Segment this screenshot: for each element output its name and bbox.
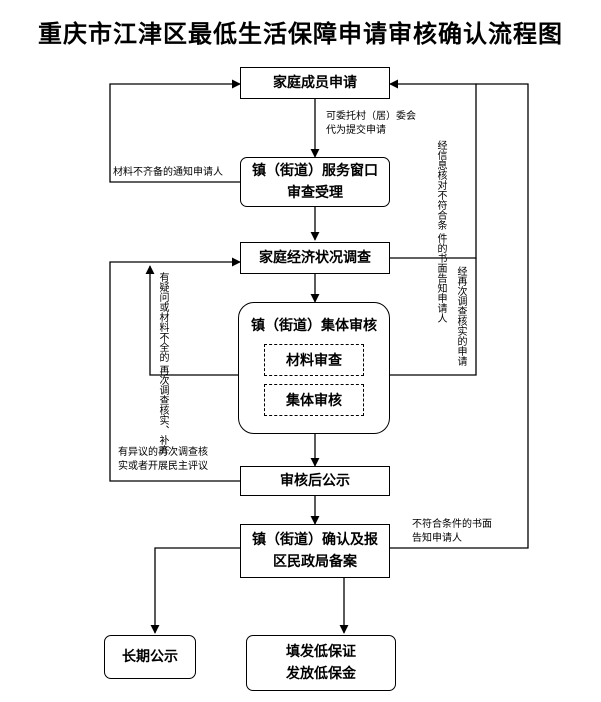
node-window-review-line2: 审查受理 [287,185,343,201]
node-long-publicity: 长期公示 [104,635,196,679]
node-family-apply-label: 家庭成员申请 [273,75,357,91]
arrow-confirm-to-long [150,547,240,634]
label-incomplete-notice: 材料不齐备的通知申请人 [113,167,223,178]
node-collective-check-label: 集体审核 [286,393,342,409]
page-title: 重庆市江津区最低生活保障申请审核确认流程图 [38,20,563,48]
node-material-check-label: 材料审查 [286,353,342,369]
node-confirm-record-line2: 区民政局备案 [273,554,357,570]
arrow-not-qualified-notice [390,83,529,549]
node-confirm-record: 镇（街道）确认及报 区民政局备案 [240,524,390,578]
label-objection-resurvey-line2: 实或者开展民主评议 [118,461,208,472]
label-entrust: 可委托村（居）委会 代为提交申请 [326,110,416,138]
label-doubt-resurvey-line2: 再次调查核实、补齐 [157,365,168,456]
node-post-publicity: 审核后公示 [240,466,390,496]
label-verified-not-qualified-line2: 件的书面告知申请人 [435,233,446,324]
node-post-publicity-label: 审核后公示 [280,473,350,489]
node-family-apply: 家庭成员申请 [240,67,390,99]
node-collective-check: 集体审核 [264,384,364,416]
label-doubt-resurvey-line1: 有疑问或材料不全的 [157,272,168,362]
label-resurvey-not-qualified: 经再次调查核实的申请 [455,266,466,366]
label-objection-resurvey-line1: 有异议的再次调查核 [118,447,208,458]
label-objection-resurvey: 有异议的再次调查核 实或者开展民主评议 [118,446,208,474]
node-long-publicity-label: 长期公示 [122,649,178,665]
node-collective-review-label: 镇（街道）集体审核 [251,318,377,334]
label-not-qualified-notice: 不符合条件的书面 告知申请人 [412,518,492,546]
node-econ-survey-label: 家庭经济状况调查 [259,250,371,266]
node-window-review: 镇（街道）服务窗口 审查受理 [240,157,390,207]
arrow-incomplete-notice [109,79,241,183]
node-issue: 填发低保证 发放低保金 [246,635,396,691]
label-verified-not-qualified-line1: 经信息核对不符合条 [435,140,446,230]
label-not-qualified-notice-line2: 告知申请人 [412,533,462,544]
label-verified-not-qualified: 经信息核对不符合条 件的书面告知申请人 [435,140,446,323]
label-entrust-line2: 代为提交申请 [326,125,386,136]
node-confirm-record-line1: 镇（街道）确认及报 [252,532,378,548]
node-issue-line1: 填发低保证 [286,644,356,660]
node-issue-line2: 发放低保金 [286,666,356,682]
node-econ-survey: 家庭经济状况调查 [240,242,390,274]
label-doubt-resurvey: 有疑问或材料不全的 再次调查核实、补齐 [157,272,168,455]
arrow-verified-not-qualified [389,79,477,259]
label-entrust-line1: 可委托村（居）委会 [326,111,416,122]
arrow-resurvey-not-qualified [390,258,477,376]
label-not-qualified-notice-line1: 不符合条件的书面 [412,519,492,530]
node-window-review-line1: 镇（街道）服务窗口 [252,163,378,179]
arrow-objection-resurvey [109,257,241,482]
arrow-doubt-resurvey [145,265,240,376]
node-material-check: 材料审查 [264,344,364,376]
